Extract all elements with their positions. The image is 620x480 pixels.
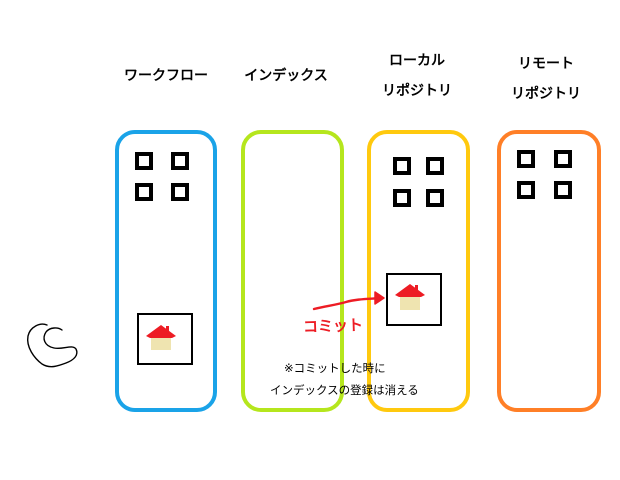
file-square-icon	[517, 181, 535, 199]
commit-note-line-1: ※コミットした時に	[284, 361, 386, 375]
file-square-icon	[171, 152, 189, 170]
file-square-icon	[426, 157, 444, 175]
file-square-icon	[393, 189, 411, 207]
file-square-icon	[393, 157, 411, 175]
house-icon	[146, 325, 176, 350]
file-square-icon	[554, 181, 572, 199]
local-repository-committed-file	[386, 273, 442, 326]
column-label-remote-repository: リモート リポジトリ	[511, 56, 581, 102]
file-square-icon	[135, 152, 153, 170]
column-label-local-repository: ローカル リポジトリ	[382, 53, 452, 99]
local-repository-container	[367, 130, 470, 412]
scribble-icon	[27, 323, 78, 368]
file-square-icon	[426, 189, 444, 207]
commit-note: ※コミットした時に インデックスの登録は消える	[270, 357, 470, 401]
file-square-icon	[135, 183, 153, 201]
remote-repository-container	[497, 130, 601, 412]
file-square-icon	[554, 150, 572, 168]
column-label-workflow: ワークフロー	[124, 68, 208, 84]
file-square-icon	[171, 183, 189, 201]
file-square-icon	[517, 150, 535, 168]
workflow-changed-file	[137, 313, 193, 365]
index-container	[241, 130, 344, 412]
commit-note-line-2: インデックスの登録は消える	[270, 383, 419, 397]
house-icon	[395, 284, 425, 310]
column-label-index: インデックス	[244, 68, 328, 84]
commit-label: コミット	[302, 315, 364, 337]
workflow-container	[115, 130, 217, 412]
